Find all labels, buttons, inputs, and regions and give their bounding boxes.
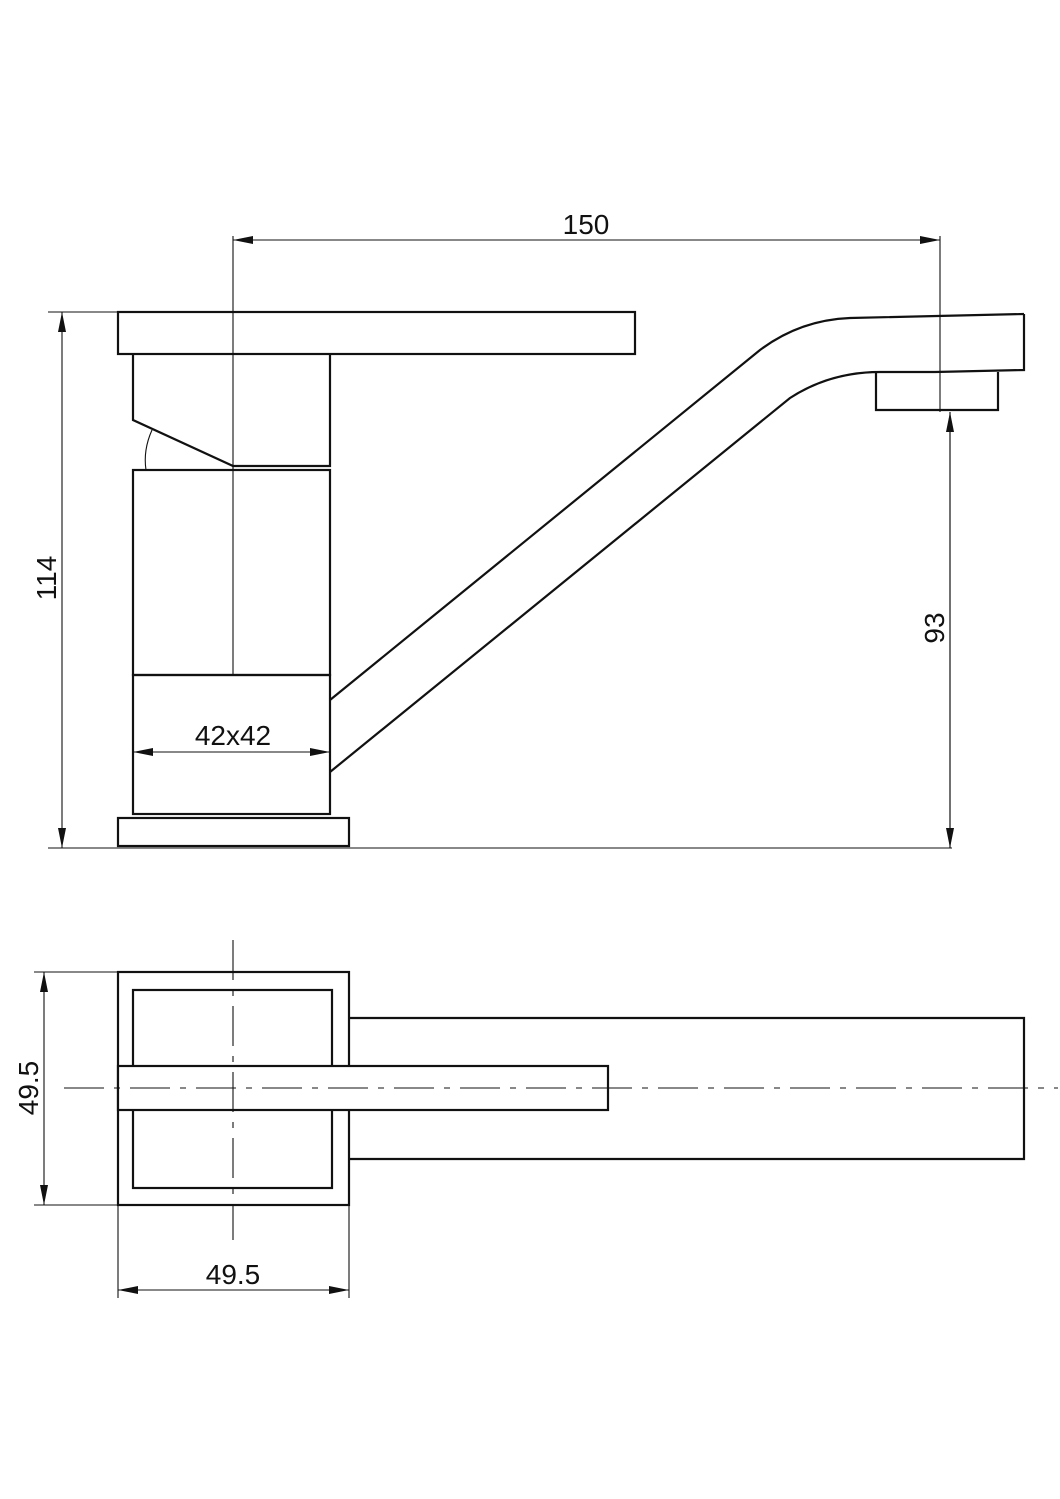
cartridge-joint — [144, 429, 153, 471]
lever-handle — [116, 310, 637, 356]
side-elevation-view: 150 114 93 42x42 — [31, 209, 1026, 849]
spout-upper-edge — [329, 312, 1025, 701]
dim-plan-depth-label: 49.5 — [13, 1061, 44, 1116]
dim-114-label: 114 — [31, 556, 62, 601]
cartridge-block — [131, 354, 332, 468]
base-plate — [116, 816, 351, 848]
plan-view: 49.5 49.5 — [13, 940, 1058, 1298]
dim-42x42-label: 42x42 — [195, 720, 271, 751]
mixer-body — [131, 468, 332, 677]
dim-plan-width-label: 49.5 — [206, 1259, 261, 1290]
aerator — [874, 372, 1000, 412]
spout-tip — [934, 314, 1026, 374]
dim-93-label: 93 — [919, 612, 950, 643]
dim-150-label: 150 — [563, 209, 610, 240]
spout-lower-edge — [329, 370, 935, 773]
